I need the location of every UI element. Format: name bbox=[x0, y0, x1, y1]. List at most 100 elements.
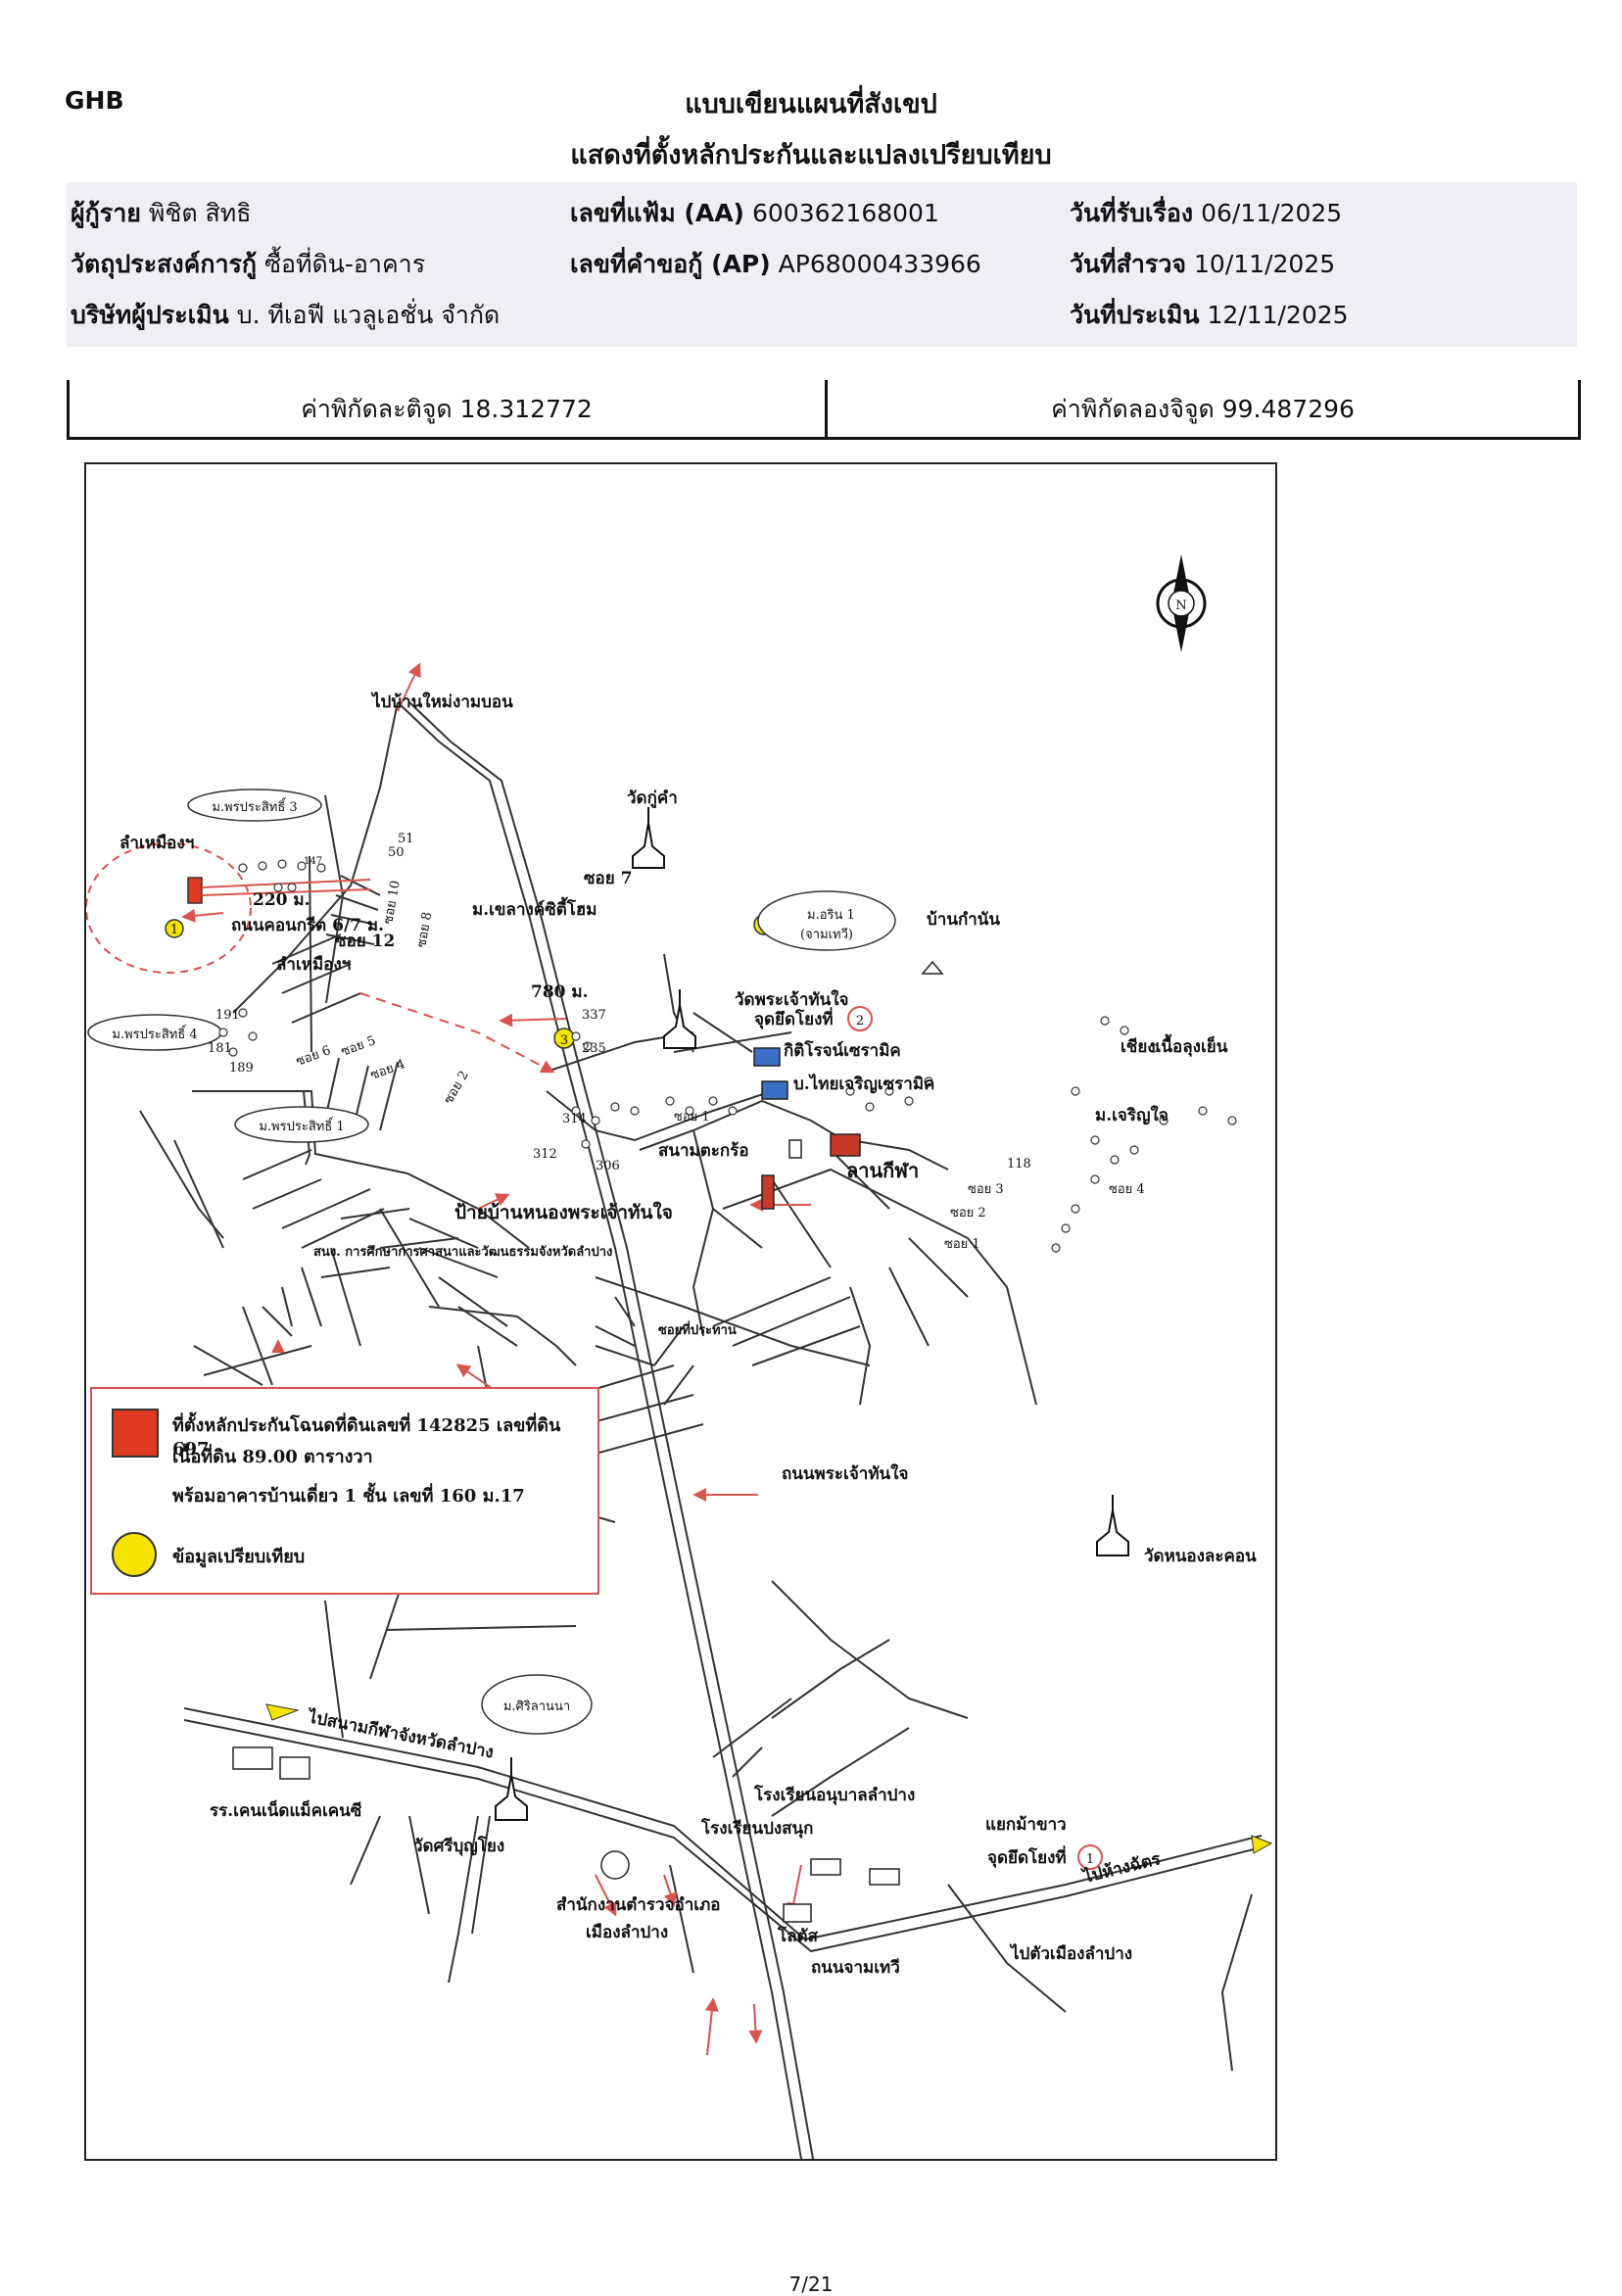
svg-text:50: 50 bbox=[388, 845, 405, 860]
comparison-marker-1: 1 bbox=[165, 919, 184, 938]
legend-line1: ที่ตั้งหลักประกันโฉนดที่ดินเลขที่ 142825… bbox=[172, 1415, 561, 1459]
label-chamthewi: (จามเทวี) bbox=[800, 927, 853, 942]
svg-text:147: 147 bbox=[304, 856, 322, 867]
label-ban-kamnan: บ้านกำนัน bbox=[927, 910, 1000, 930]
page-number: 7/21 bbox=[788, 2272, 834, 2296]
svg-text:314: 314 bbox=[562, 1112, 587, 1126]
label-m-charoenjai: ม.เจริญใจ bbox=[1095, 1105, 1169, 1125]
page-subtitle: แสดงที่ตั้งหลักประกันและแปลงเปรียบเทียบ bbox=[570, 140, 1052, 170]
label-yaek-ma-khao: แยกม้าขาว bbox=[985, 1815, 1067, 1835]
label-soi2-right: ซอย 2 bbox=[950, 1206, 986, 1220]
lotus-icon bbox=[783, 1903, 812, 1923]
temple-icon bbox=[1096, 1495, 1129, 1556]
borrower-row: ผู้กู้รายพิชิต สิทธิ bbox=[71, 199, 252, 227]
label-lam-muang-bottom: ลำเหมืองฯ bbox=[276, 954, 351, 975]
label-kenned-school: รร.เคนเน็ดแม็คเคนซี bbox=[210, 1798, 362, 1821]
label-concrete-road: ถนนคอนกรีต 6/7 ม. bbox=[231, 915, 384, 935]
label-soi10: ซอย 10 bbox=[381, 880, 404, 926]
collateral-marker bbox=[187, 877, 203, 904]
label-m-sirinana: ม.ศิริลานนา bbox=[503, 1699, 570, 1714]
legend-comparison-swatch bbox=[112, 1532, 157, 1577]
purpose-row: วัตถุประสงค์การกู้ซื้อที่ดิน-อาคาร bbox=[71, 250, 426, 278]
latitude: ค่าพิกัดละติจูด 18.312772 bbox=[301, 395, 593, 423]
label-road-phra-chao: ถนนพระเจ้าทันใจ bbox=[782, 1463, 908, 1484]
label-dist-780: 780 ม. bbox=[531, 982, 589, 1002]
coordinates-table: ค่าพิกัดละติจูด 18.312772 ค่าพิกัดลองจิจ… bbox=[67, 380, 1581, 440]
school-icon bbox=[232, 1746, 273, 1770]
school-icon bbox=[279, 1756, 310, 1780]
legend-collateral-swatch bbox=[112, 1409, 159, 1458]
label-soi6: ซอย 6 bbox=[294, 1043, 333, 1070]
label-soi8: ซอย 8 bbox=[414, 911, 435, 949]
label-lam-muang-top: ลำเหมืองฯ bbox=[119, 833, 194, 853]
factory-icon bbox=[761, 1080, 788, 1100]
label-soi-thi-prathan: ซอยที่ประทาน bbox=[658, 1320, 737, 1338]
svg-text:181: 181 bbox=[208, 1041, 232, 1056]
svg-text:189: 189 bbox=[229, 1061, 254, 1076]
label-wat-si-bunyuen: วัดศรีบุญโยง bbox=[413, 1836, 504, 1856]
label-kitti-ceramic: กิติโรจน์เซรามิค bbox=[784, 1040, 901, 1061]
label-soi3-right: ซอย 3 bbox=[968, 1182, 1004, 1197]
label-soi1-right: ซอย 1 bbox=[944, 1237, 980, 1252]
comparison-marker-3: 3 bbox=[553, 1028, 575, 1049]
temple-icon bbox=[663, 989, 696, 1049]
office-icon bbox=[761, 1174, 775, 1210]
police-icon bbox=[600, 1850, 630, 1880]
legend-line3: พร้อมอาคารบ้านเดี่ยว 1 ชั้น เลขที่ 160 ม… bbox=[172, 1486, 525, 1507]
label-ref-num1: 1 bbox=[1086, 1852, 1094, 1867]
label-dist-220: 220 ม. bbox=[253, 890, 310, 910]
label-soi2: ซอย 2 bbox=[441, 1069, 471, 1107]
label-to-stadium: ไปสนามกีฬาจังหวัดลำปาง bbox=[305, 1706, 496, 1763]
north-arrow-icon: N bbox=[1156, 554, 1207, 652]
svg-text:N: N bbox=[1175, 598, 1186, 613]
svg-text:3: 3 bbox=[560, 1033, 568, 1048]
label-muang-lampang: เมืองลำปาง bbox=[586, 1922, 668, 1942]
map-legend: ที่ตั้งหลักประกันโฉนดที่ดินเลขที่ 142825… bbox=[90, 1387, 599, 1595]
label-m-prasit4: ม.พรประสิทธิ์ 4 bbox=[112, 1025, 197, 1042]
stadium-icon bbox=[830, 1133, 861, 1157]
map-svg: 1 2 3 bbox=[86, 554, 1273, 2159]
label-sanam-takro: สนามตะกร้อ bbox=[658, 1141, 749, 1161]
label-ref-point1: จุดยึดโยงที่ bbox=[987, 1845, 1067, 1868]
svg-text:51: 51 bbox=[398, 832, 414, 846]
info-panel: ผู้กู้รายพิชิต สิทธิ วัตถุประสงค์การกู้ซ… bbox=[67, 182, 1577, 347]
label-m-arin: ม.อริน 1 bbox=[807, 908, 855, 923]
label-lan-kila: ลานกีฬา bbox=[846, 1159, 919, 1182]
request-row: เลขที่คำขอกู้ (AP)AP68000433966 bbox=[570, 250, 981, 278]
label-chiang-nuea: เชียงเนื้อลุงเย็น bbox=[1121, 1033, 1228, 1057]
school-icon bbox=[810, 1858, 841, 1876]
label-soi4: ซอย 4 bbox=[368, 1057, 407, 1083]
label-m-prasit3: ม.พรประสิทธิ์ 3 bbox=[212, 797, 297, 815]
label-lotus: โลตัส bbox=[777, 1926, 819, 1946]
school-icon bbox=[869, 1868, 900, 1886]
appraiser-row: บริษัทผู้ประเมินบ. ทีเอฟี แวลูเอชั่น จำก… bbox=[71, 301, 501, 329]
svg-text:306: 306 bbox=[596, 1159, 620, 1173]
svg-text:235: 235 bbox=[582, 1041, 606, 1056]
label-m-khaolang: ม.เขลางค์ซิตี้โฮม bbox=[472, 896, 596, 920]
label-thai-ceramic: บ.ไทยเจริญเซรามิค bbox=[793, 1074, 934, 1094]
temple-icon bbox=[495, 1757, 528, 1821]
label-ref-point2: จุดยึดโยงที่ bbox=[754, 1007, 834, 1029]
svg-text:191: 191 bbox=[215, 1008, 240, 1023]
svg-text:1: 1 bbox=[170, 923, 178, 937]
label-anuban: โรงเรียนอนุบาลลำปาง bbox=[753, 1785, 915, 1805]
label-road-chamthewi: ถนนจามเทวี bbox=[811, 1957, 900, 1978]
label-ref-num2: 2 bbox=[856, 1014, 864, 1028]
label-police: สำนักงานตำรวจอำเภอ bbox=[556, 1895, 721, 1915]
label-to-city: ไปตัวเมืองลำปาง bbox=[1009, 1943, 1132, 1964]
legend-line4: ข้อมูลเปรียบเทียบ bbox=[172, 1547, 306, 1567]
sketch-map: 1 2 3 bbox=[84, 462, 1277, 2161]
label-soi4-right: ซอย 4 bbox=[1109, 1182, 1145, 1197]
label-soi5: ซอย 5 bbox=[339, 1033, 378, 1060]
page-title: แบบเขียนแผนที่สังเขป bbox=[685, 89, 937, 120]
temple-icon bbox=[632, 807, 665, 869]
svg-text:337: 337 bbox=[582, 1008, 606, 1023]
ghb-logo: GHB bbox=[65, 86, 124, 115]
label-sign-nong: ป้ายบ้านหนองพระเจ้าทันใจ bbox=[454, 1201, 673, 1223]
factory-icon bbox=[753, 1047, 781, 1067]
legend-line2: เนื้อที่ดิน 89.00 ตารางวา bbox=[172, 1447, 373, 1467]
sign-icon bbox=[788, 1139, 802, 1159]
